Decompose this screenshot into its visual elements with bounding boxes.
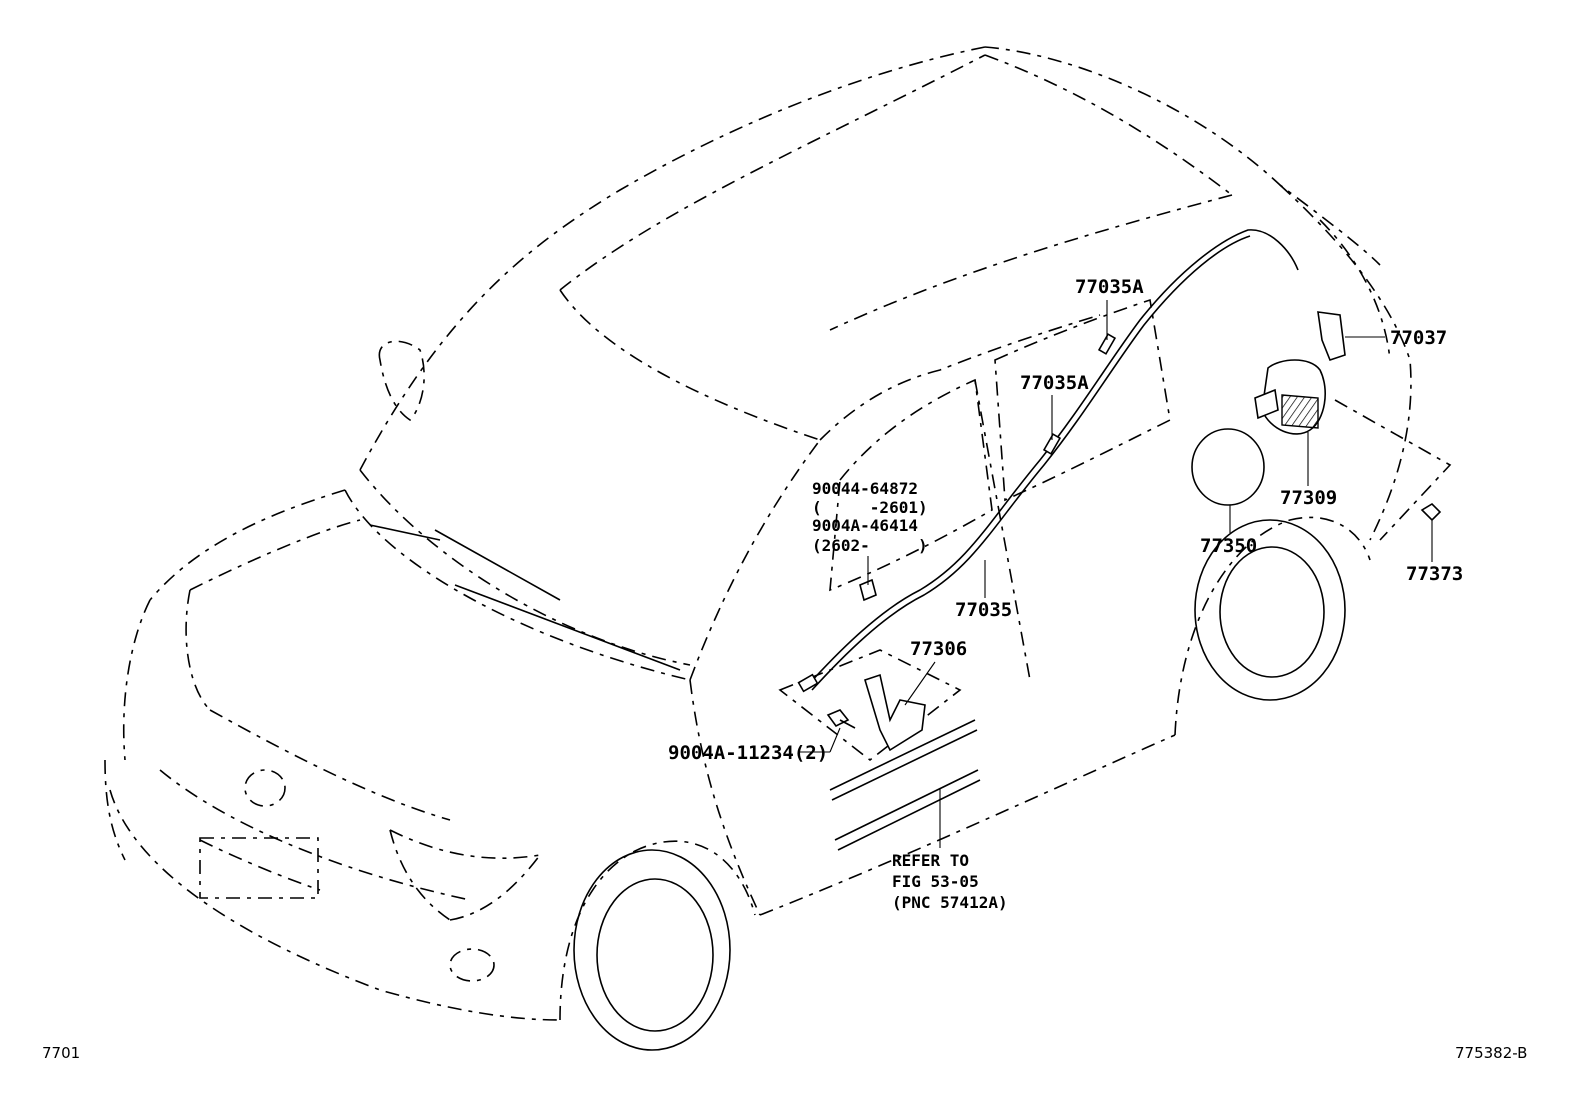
callout-9004A-46414: 9004A-46414 xyxy=(812,516,918,535)
callout-77350: 77350 xyxy=(1200,535,1257,557)
callout-77035: 77035 xyxy=(955,599,1012,621)
callout-labels: 77035A 77037 77035A 90044-64872 ( -2601)… xyxy=(668,276,1463,912)
cable-clamp-upper xyxy=(1097,333,1117,355)
callout-refer-line1: REFER TO xyxy=(892,851,969,870)
callout-9004A-46414-range: (2602- ) xyxy=(812,536,928,555)
callout-refer-line2: FIG 53-05 xyxy=(892,872,979,891)
callout-77373: 77373 xyxy=(1406,563,1463,585)
lock-assy-77037 xyxy=(1317,311,1346,361)
lever-assy-77306 xyxy=(864,673,926,752)
callout-90044-64872: 90044-64872 xyxy=(812,479,918,498)
callout-77309: 77309 xyxy=(1280,487,1337,509)
bolt-9004A-11234 xyxy=(826,709,856,729)
illustration-code-right: 775382-B xyxy=(1455,1044,1527,1062)
callout-77035A-lower: 77035A xyxy=(1020,372,1089,394)
cable-clamp-lower xyxy=(1042,433,1062,455)
callout-77035A-upper: 77035A xyxy=(1075,276,1144,298)
illustration-code-left: 7701 xyxy=(42,1044,80,1062)
callout-77306: 77306 xyxy=(910,638,967,660)
fuel-lid-77350 xyxy=(1191,428,1265,506)
callout-refer-line3: (PNC 57412A) xyxy=(892,893,1008,912)
vehicle-outline xyxy=(104,46,1452,1051)
fuel-lid-opener-cable xyxy=(797,229,1299,693)
fuel-inlet-box-77309 xyxy=(1254,359,1326,435)
callout-77037: 77037 xyxy=(1390,327,1447,349)
stopper-77373 xyxy=(1420,502,1442,522)
leader-lines xyxy=(800,300,1433,848)
callout-9004A-11234: 9004A-11234(2) xyxy=(668,742,828,764)
callout-90044-64872-range: ( -2601) xyxy=(812,498,928,517)
